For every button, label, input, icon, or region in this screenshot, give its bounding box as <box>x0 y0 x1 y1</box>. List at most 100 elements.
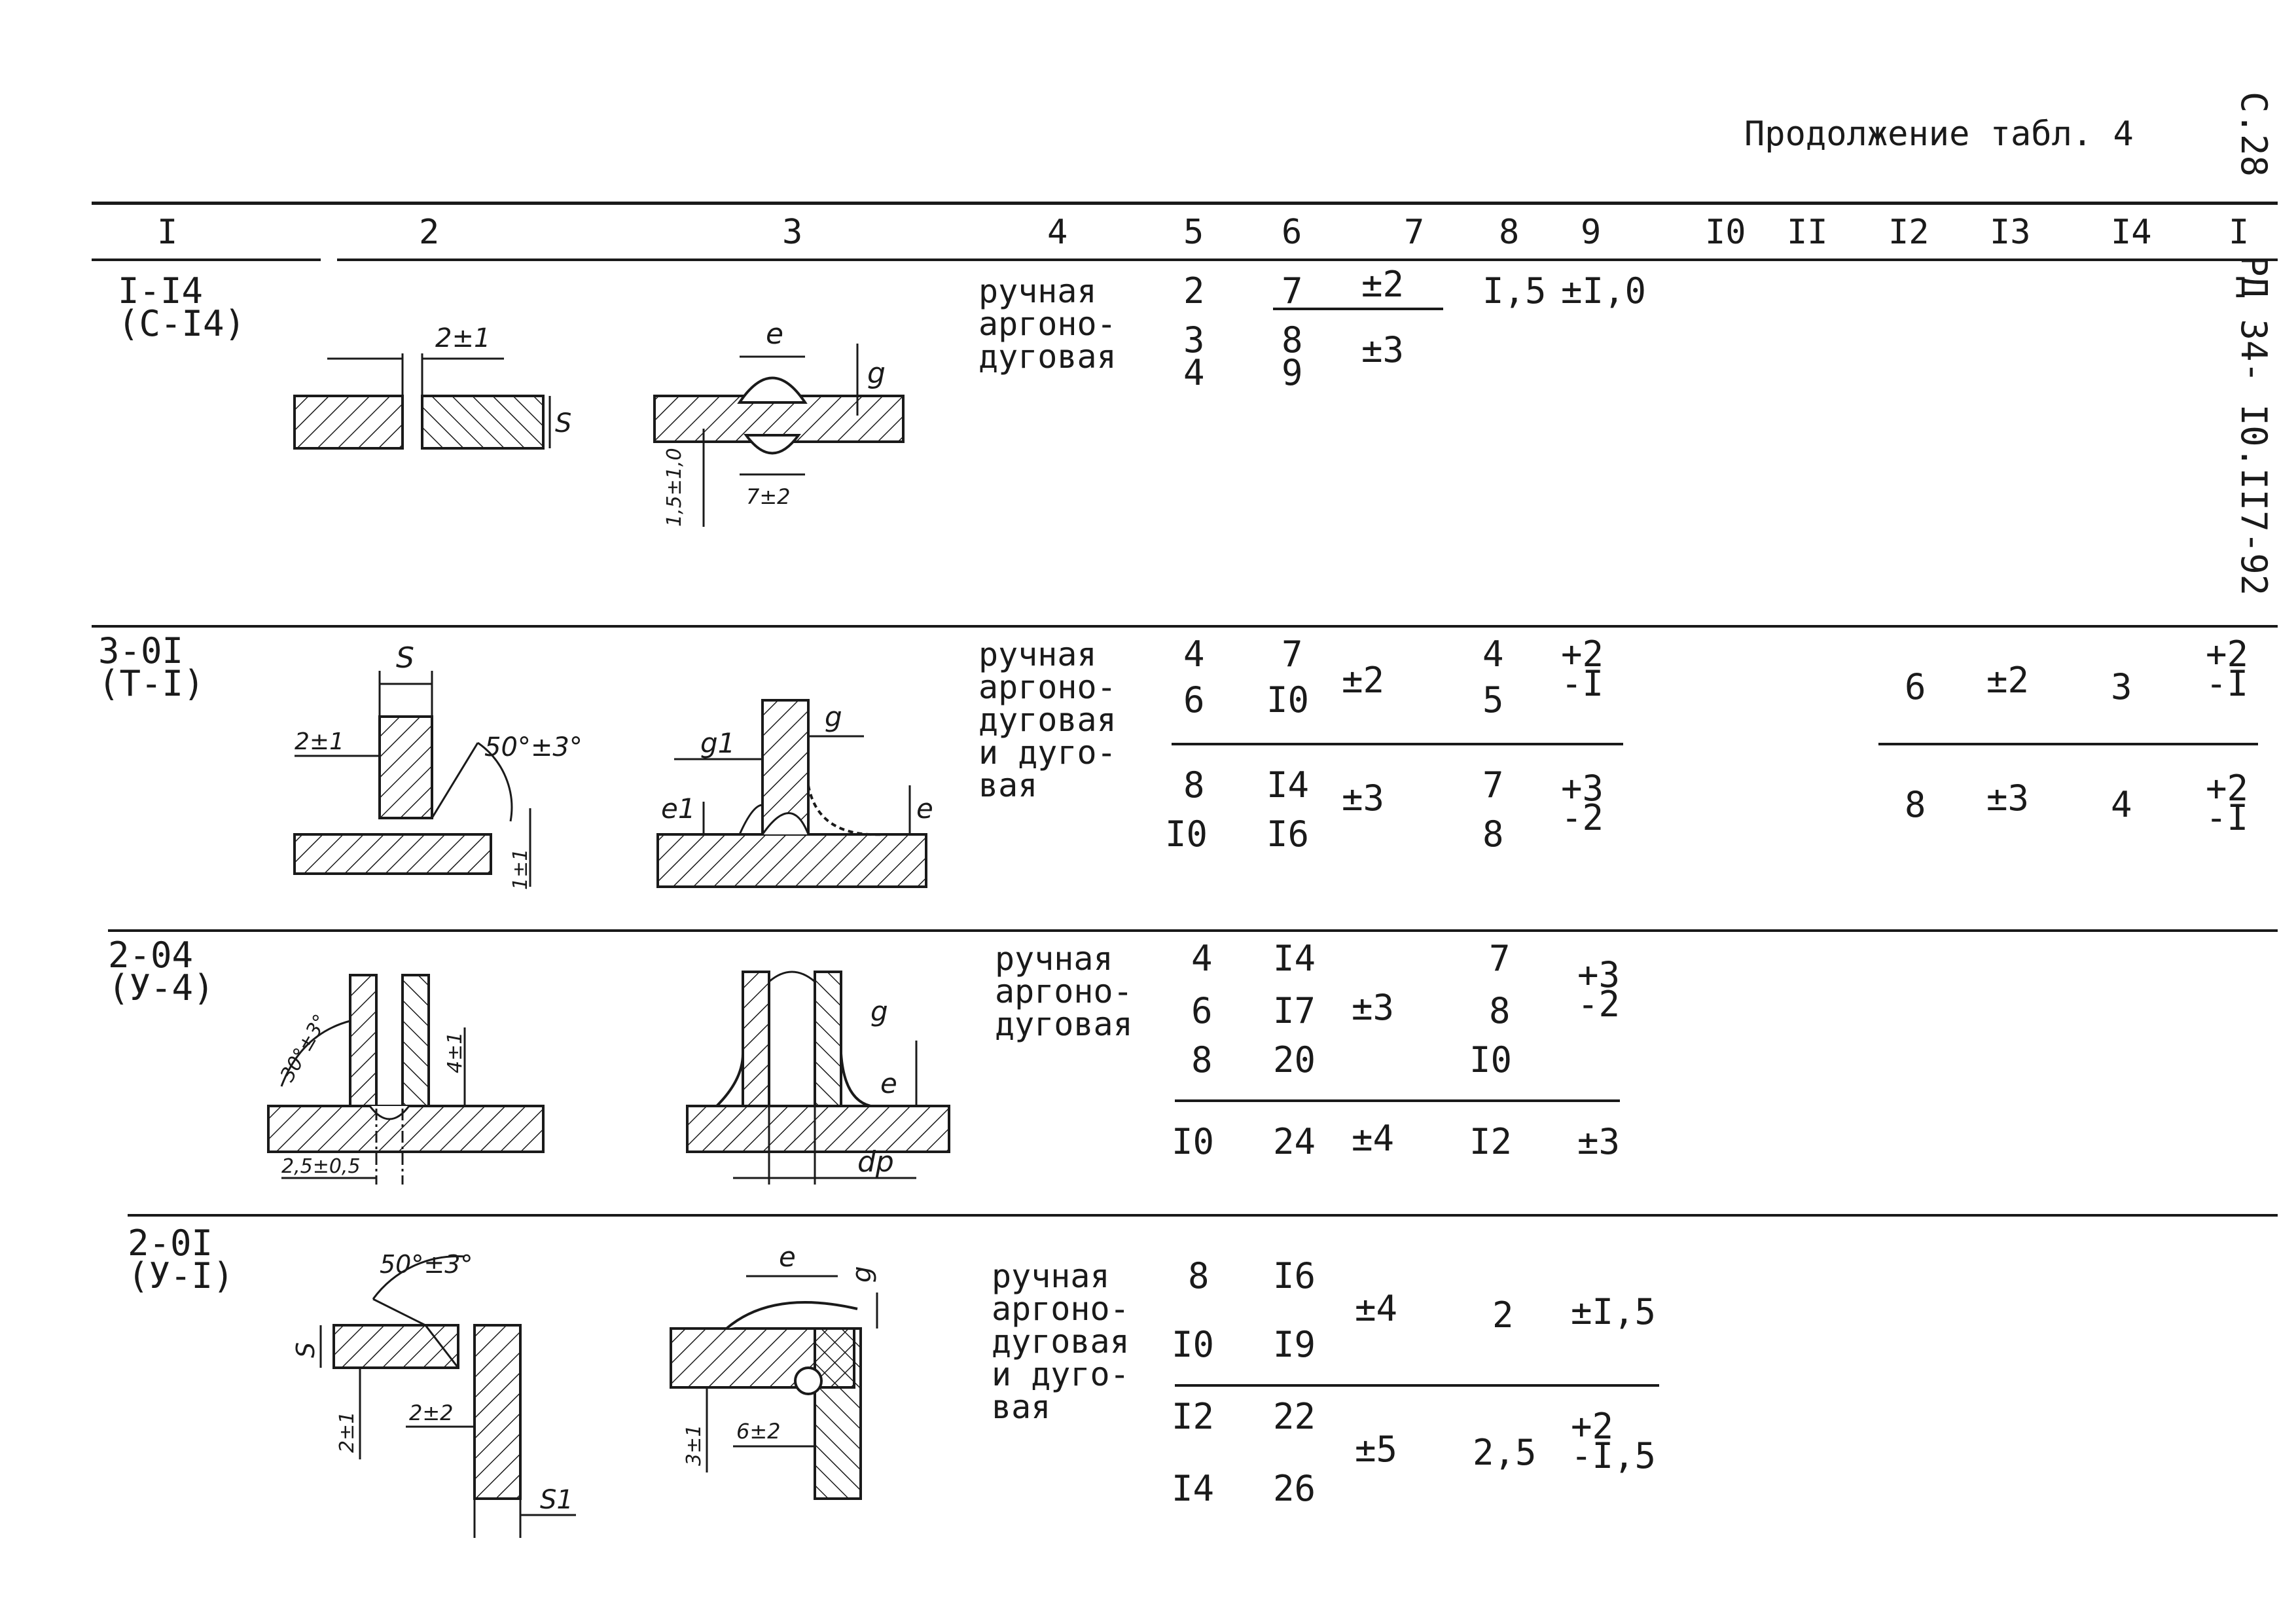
cell-col5: I0 <box>1172 1324 1215 1365</box>
welding-method: ручная аргоно- дуговая <box>978 272 1117 376</box>
cell-col6: I9 <box>1273 1324 1316 1365</box>
column-header-3: 3 <box>782 213 803 252</box>
subrow-divider <box>1172 743 1623 745</box>
welding-method: ручная аргоно- дуговая и дуго- вая <box>992 1257 1130 1426</box>
joint-prep-drawing: 30°±3° 4±1 2,5±0,5 <box>267 974 545 1185</box>
cell-col7: ±2 <box>1361 264 1405 305</box>
gap-dimension-label: 2±1 <box>336 1412 359 1453</box>
column-header-9: 9 <box>1581 213 1602 252</box>
cell-col9: ±I,0 <box>1561 270 1647 312</box>
bevel-angle-label: 50°±3° <box>484 732 583 762</box>
cell-col5: 8 <box>1188 1255 1210 1296</box>
root-height-label: 1,5±1,0 <box>663 448 686 527</box>
cell-col9: ±I,5 <box>1571 1291 1657 1332</box>
cell-col6: 24 <box>1273 1121 1316 1162</box>
thickness-label: S <box>555 408 571 438</box>
cell-col6: I6 <box>1266 813 1310 855</box>
column-header-13: I3 <box>1990 213 2031 252</box>
cell-col9: -2 <box>1577 984 1621 1025</box>
root-gap-label: 1±1 <box>509 849 532 890</box>
cell-col7: ±3 <box>1361 329 1405 370</box>
cell-col5: 6 <box>1183 679 1205 721</box>
cell-col9: +3 <box>1561 768 1604 809</box>
cell-col14: 3 <box>2111 666 2132 707</box>
column-header-14: I4 <box>2111 213 2152 252</box>
bevel-angle-label: 30°±3° <box>276 1010 333 1086</box>
gap-dimension-label: 4±1 <box>444 1032 467 1073</box>
cell-col6: 7 <box>1282 270 1303 312</box>
cell-col6: 22 <box>1273 1396 1316 1437</box>
leg-e-label: e <box>880 1067 897 1099</box>
cell-col6: I0 <box>1266 679 1310 721</box>
bevel-angle-label: 50°±3° <box>380 1250 473 1279</box>
column-header-4: 4 <box>1047 213 1068 252</box>
row-divider <box>128 1214 2278 1217</box>
joint-prep-drawing: 50°±3° S 2±1 2±2 S1 <box>291 1250 576 1538</box>
cell-col12: 8 <box>1905 784 1926 825</box>
bead-width-label: e <box>779 1241 796 1273</box>
cell-col9: ±3 <box>1577 1121 1621 1162</box>
joint-standard-code: (Т-I) <box>98 663 205 704</box>
joint-prep-drawing: S 50°±3° 2±1 1±1 <box>293 641 583 890</box>
subrow-divider <box>1878 743 2258 745</box>
thickness-label: S <box>291 1342 320 1358</box>
cell-col8: 7 <box>1482 764 1504 806</box>
cell-col5: 6 <box>1191 990 1213 1031</box>
cell-col5: 8 <box>1191 1039 1213 1080</box>
cell-col6: 9 <box>1282 352 1303 393</box>
root-width-label: 7±2 <box>746 484 791 509</box>
cell-col7: ±2 <box>1342 660 1385 701</box>
subrow-divider <box>1273 308 1443 310</box>
cell-col6: I4 <box>1273 938 1316 979</box>
cell-col6: 7 <box>1282 633 1303 675</box>
welding-method: ручная аргоно- дуговая и дуго- вая <box>978 635 1117 804</box>
row-divider <box>92 625 2278 628</box>
cell-col8: I0 <box>1469 1039 1513 1080</box>
cell-col8: I,5 <box>1482 270 1547 312</box>
cell-col8: 2,5 <box>1473 1432 1537 1473</box>
cell-col13: ±2 <box>1986 660 2030 701</box>
column-header-8: 8 <box>1499 213 1520 252</box>
column-header-6: 6 <box>1282 213 1302 252</box>
bead-height-label: g <box>867 357 886 390</box>
cell-side-col: -I <box>2206 797 2249 838</box>
cell-side-col: +2 <box>2206 633 2249 675</box>
subrow-divider <box>1175 1099 1620 1102</box>
cell-col5: 4 <box>1183 352 1205 393</box>
cell-col14: 4 <box>2111 784 2132 825</box>
header-bottom-rule-1 <box>92 259 321 261</box>
continuation-title: Продолжение табл. 4 <box>1744 115 2134 154</box>
cell-col8: 2 <box>1492 1294 1514 1336</box>
gap-dimension-label: 2±1 <box>295 728 344 755</box>
gap-dimension-label: 2±1 <box>435 323 490 353</box>
column-header-10: I0 <box>1705 213 1746 252</box>
cell-col9: -2 <box>1561 797 1604 838</box>
joint-prep-drawing: 2±1 S <box>293 323 571 450</box>
cell-col9: +3 <box>1577 954 1621 995</box>
row-divider <box>108 929 2278 932</box>
subrow-divider <box>1175 1384 1659 1387</box>
root-gap-label: 2±2 <box>409 1400 454 1425</box>
cell-col5: 3 <box>1183 319 1205 361</box>
cell-col7: ±5 <box>1355 1429 1398 1470</box>
cell-col5: I4 <box>1172 1468 1215 1509</box>
page-reference: С.28 <box>2233 92 2274 177</box>
thickness-label: S <box>396 641 414 675</box>
leg-g-label: g <box>870 995 888 1027</box>
joint-standard-code: (У-4) <box>108 967 215 1008</box>
root-gap-label: 3±1 <box>683 1425 706 1466</box>
cell-col5: 4 <box>1191 938 1213 979</box>
leg-e1-label: e1 <box>661 793 696 825</box>
cell-col5: 2 <box>1183 270 1205 312</box>
wall-thickness-label: S1 <box>540 1485 573 1515</box>
cell-col13: ±3 <box>1986 777 2030 819</box>
bead-height-label: g <box>847 1266 877 1283</box>
cell-col6: I7 <box>1273 990 1316 1031</box>
joint-standard-code: (У-I) <box>128 1255 234 1296</box>
cell-col12: 6 <box>1905 666 1926 707</box>
weld-section-drawing: e g 7±2 1,5±1,0 <box>653 317 905 527</box>
diameter-label: dр <box>857 1145 894 1179</box>
root-dimension-label: 2,5±0,5 <box>281 1155 361 1178</box>
header-bottom-rule-2 <box>337 259 2278 261</box>
joint-code: 2-0I <box>128 1222 213 1264</box>
